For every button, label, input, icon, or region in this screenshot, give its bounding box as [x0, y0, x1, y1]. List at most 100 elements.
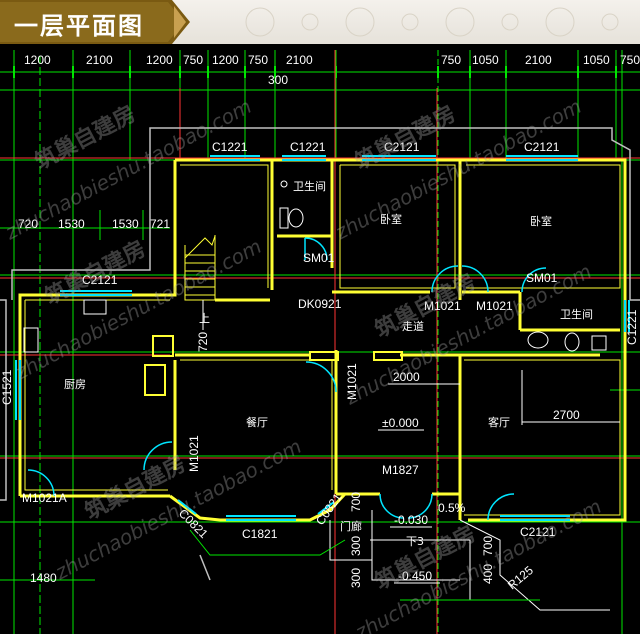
roof-outline	[0, 299, 7, 501]
floor-plan: 1200 2100 1200 750 1200 750 2100 750 105…	[0, 50, 640, 634]
roof-outline	[11, 134, 151, 300]
dim-label: 1200	[146, 53, 173, 67]
dim-label: 1530	[58, 217, 85, 231]
bath-fixture	[279, 207, 289, 229]
door-sm01-b	[521, 267, 547, 293]
level-label: -0.030	[394, 513, 428, 527]
door-m1021	[431, 265, 459, 293]
toilet	[288, 208, 304, 228]
door-m1827	[379, 493, 405, 519]
stair-up-label: 上	[199, 312, 210, 325]
stair-outline	[184, 235, 216, 301]
door-label: M1021	[187, 435, 201, 472]
door-m1827	[407, 493, 433, 519]
column	[152, 335, 174, 357]
dim-label: 2100	[286, 53, 313, 67]
door-label: M1827	[382, 463, 419, 477]
level-label: -0.450	[398, 569, 432, 583]
dim-label: R125	[505, 563, 536, 592]
wash-basin	[527, 331, 549, 349]
room-label-entry: 门廊	[340, 519, 362, 533]
entry-step	[329, 520, 372, 561]
room-label-living: 客厅	[488, 415, 510, 429]
room-label-bath: 卫生间	[293, 179, 326, 193]
entry-step	[371, 510, 460, 581]
room-label-corridor: 走道	[402, 319, 424, 333]
dim-label: 1050	[583, 53, 610, 67]
dim-label: 1050	[472, 53, 499, 67]
level-label: 0.5%	[438, 501, 466, 515]
door-m1021-dining	[305, 361, 337, 393]
door-label: SM01	[303, 251, 335, 265]
dim-label: 750	[248, 53, 268, 67]
wall-top-right	[440, 158, 627, 300]
door-m1021-kitchen	[143, 441, 173, 471]
door-label: M1021	[476, 299, 513, 313]
window-c0821	[317, 501, 335, 515]
dim-label: 721	[150, 217, 170, 231]
window-label: C2121	[82, 273, 118, 287]
level-label: ±0.000	[382, 416, 419, 430]
window-label: C1221	[212, 140, 248, 154]
kitchen-sink	[83, 299, 107, 315]
dim-label: 720	[196, 332, 210, 352]
stove	[23, 327, 39, 353]
window-label: C2121	[520, 525, 556, 539]
page-title: 一层平面图	[14, 12, 144, 40]
dim-label: 1480	[30, 571, 57, 585]
door-label: M1021A	[22, 491, 67, 505]
dim-label: 300	[349, 536, 363, 556]
window-c0821	[177, 499, 197, 515]
dim-label: 700	[349, 492, 363, 512]
dim-label: 300	[268, 73, 288, 87]
column	[144, 364, 166, 396]
dim-label: 1200	[212, 53, 239, 67]
shower	[591, 335, 607, 351]
wall-inner-line	[466, 164, 621, 289]
dim-label: 1200	[24, 53, 51, 67]
wall-entry-right	[432, 492, 462, 512]
dim-label: 750	[620, 53, 640, 67]
stair-break	[184, 235, 216, 259]
dim-label: 2700	[553, 408, 580, 422]
window-label: C1821	[242, 527, 278, 541]
dim-label: 1530	[112, 217, 139, 231]
window-label: C2121	[384, 140, 420, 154]
room-label-kitchen: 厨房	[64, 378, 86, 391]
toilet-right	[564, 332, 580, 352]
window-label: C2121	[524, 140, 560, 154]
door-label: M1021	[345, 363, 359, 400]
ramp	[459, 519, 610, 611]
header-bar: 一层平面图	[0, 0, 640, 44]
stair-down-label: 下3	[406, 535, 424, 548]
door-label: M1021	[424, 299, 461, 313]
dim-label: 2000	[393, 370, 420, 384]
room-label-bedroom: 卧室	[530, 214, 552, 228]
dim-label: 2100	[525, 53, 552, 67]
door-label: SM01	[526, 271, 558, 285]
dim-label: 750	[441, 53, 461, 67]
room-label-bedroom: 卧室	[380, 212, 402, 226]
column	[309, 351, 339, 361]
wall-inner-line	[464, 359, 621, 516]
dim-label: 2100	[86, 53, 113, 67]
door-m1021	[461, 265, 489, 293]
dim-label: 720	[18, 217, 38, 231]
grid-bay	[189, 529, 346, 556]
title-tab	[0, 0, 190, 44]
door-sm01	[304, 237, 328, 261]
dim-label: 750	[183, 53, 203, 67]
door-living	[487, 493, 515, 521]
entry-step	[430, 539, 471, 600]
column	[373, 351, 403, 361]
wall-inner-line	[180, 164, 269, 288]
window-label: C1221	[625, 309, 639, 345]
wall-inner-line	[24, 300, 168, 491]
window-label: C1221	[290, 140, 326, 154]
floor-drain	[280, 180, 288, 188]
room-label-bath: 卫生间	[560, 307, 593, 321]
dim-label: 400	[481, 564, 495, 584]
dim-label: 300	[349, 568, 363, 588]
dim-label: 700	[481, 536, 495, 556]
